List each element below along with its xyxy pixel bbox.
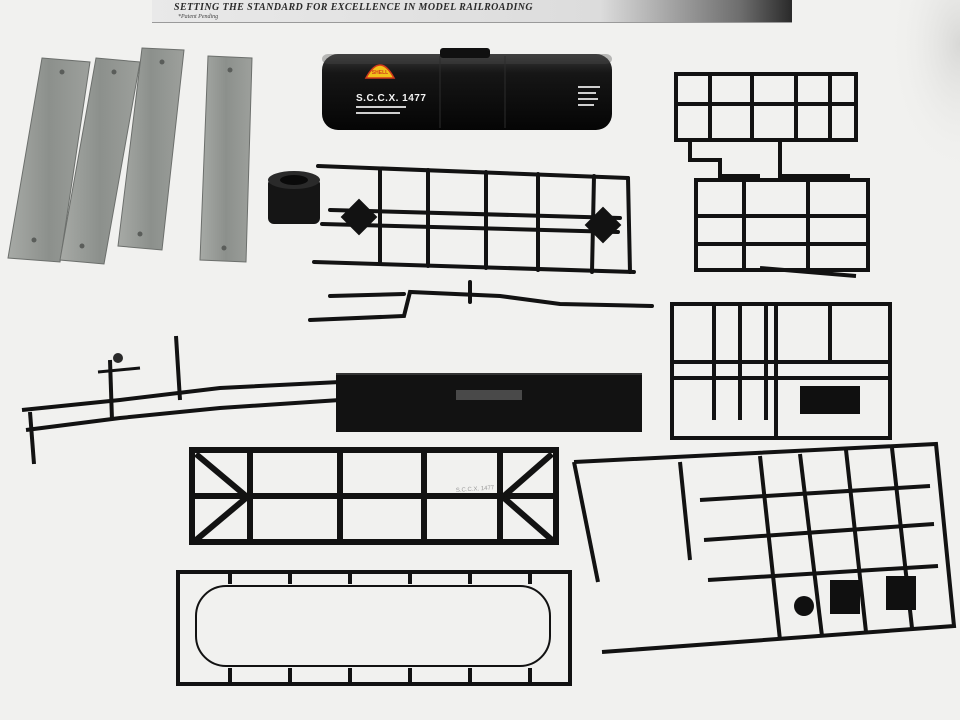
- frame-sprue: [308, 164, 654, 322]
- detail-sprue-b: [694, 178, 870, 278]
- handrail-sprue: [176, 570, 572, 686]
- underframe-part: [189, 447, 559, 545]
- patent-note: *Patent Pending: [178, 14, 219, 20]
- reporting-mark: S.C.C.X. 1477: [356, 93, 426, 104]
- tank-car-body: SHELL S.C.C.X. 1477: [322, 48, 612, 130]
- frame-bolsters: [340, 198, 622, 244]
- kit-box-edge: [152, 0, 792, 23]
- ladder-sprue-plate: [800, 386, 860, 414]
- detail-sprue-a: [674, 72, 858, 178]
- metal-weight-strips: [7, 47, 253, 265]
- logo-text: SHELL: [372, 70, 388, 76]
- sprue-blocks: [794, 576, 916, 616]
- brake-detail-sprue: [572, 441, 957, 654]
- dome-part: [268, 171, 320, 224]
- underframe-marking: S.C.C.X. 1477: [456, 485, 495, 494]
- corner-shadow: [840, 0, 960, 220]
- running-board-sprue: [21, 335, 642, 465]
- shell-logo: [364, 64, 396, 79]
- ladder-sprue: [670, 302, 892, 440]
- box-slogan: SETTING THE STANDARD FOR EXCELLENCE IN M…: [174, 2, 534, 13]
